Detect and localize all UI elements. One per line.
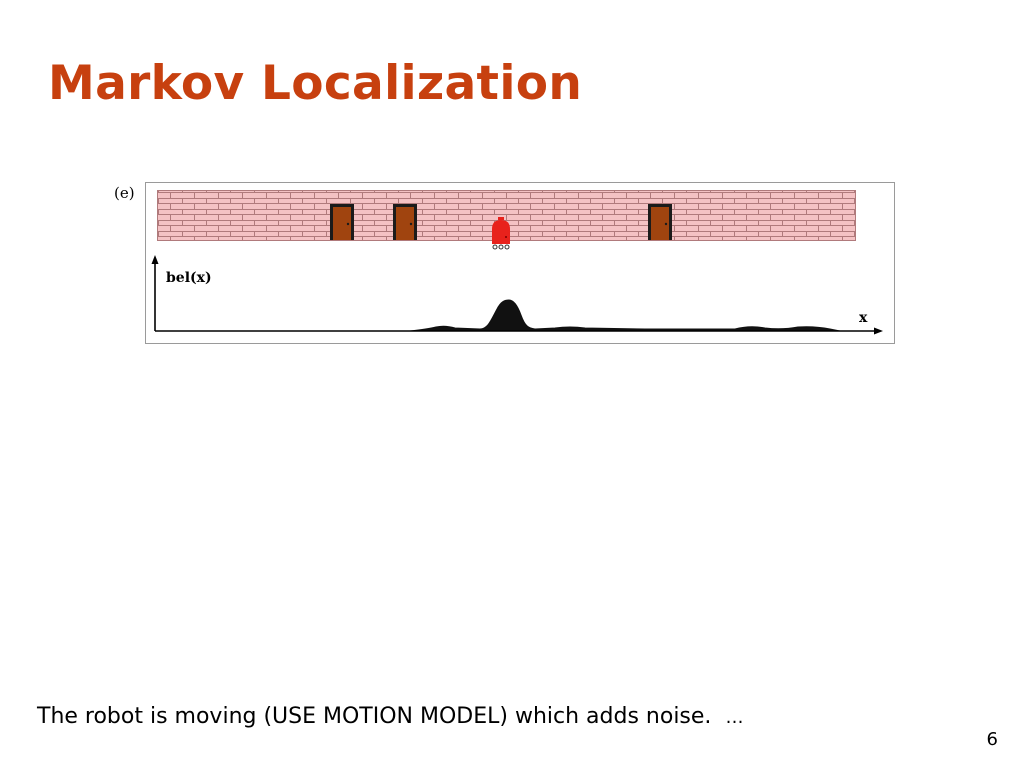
- page-number: 6: [986, 729, 998, 750]
- caption-ellipsis: …: [725, 707, 744, 728]
- caption-text: The robot is moving (USE MOTION MODEL) w…: [37, 704, 712, 729]
- y-axis-label: bel(x): [166, 270, 212, 286]
- figure-svg: (e): [114, 182, 895, 344]
- panel-label: (e): [114, 184, 135, 202]
- localization-figure: (e): [110, 176, 900, 348]
- y-axis: [151, 255, 159, 331]
- robot-icon: [492, 217, 510, 250]
- slide-title: Markov Localization: [48, 56, 583, 111]
- slide-caption: The robot is moving (USE MOTION MODEL) w…: [37, 704, 743, 729]
- belief-curve: [155, 299, 841, 332]
- door-3: [648, 204, 672, 240]
- x-axis: [155, 327, 883, 335]
- x-axis-label: x: [859, 310, 868, 326]
- door-1: [330, 204, 354, 240]
- door-2: [393, 204, 417, 240]
